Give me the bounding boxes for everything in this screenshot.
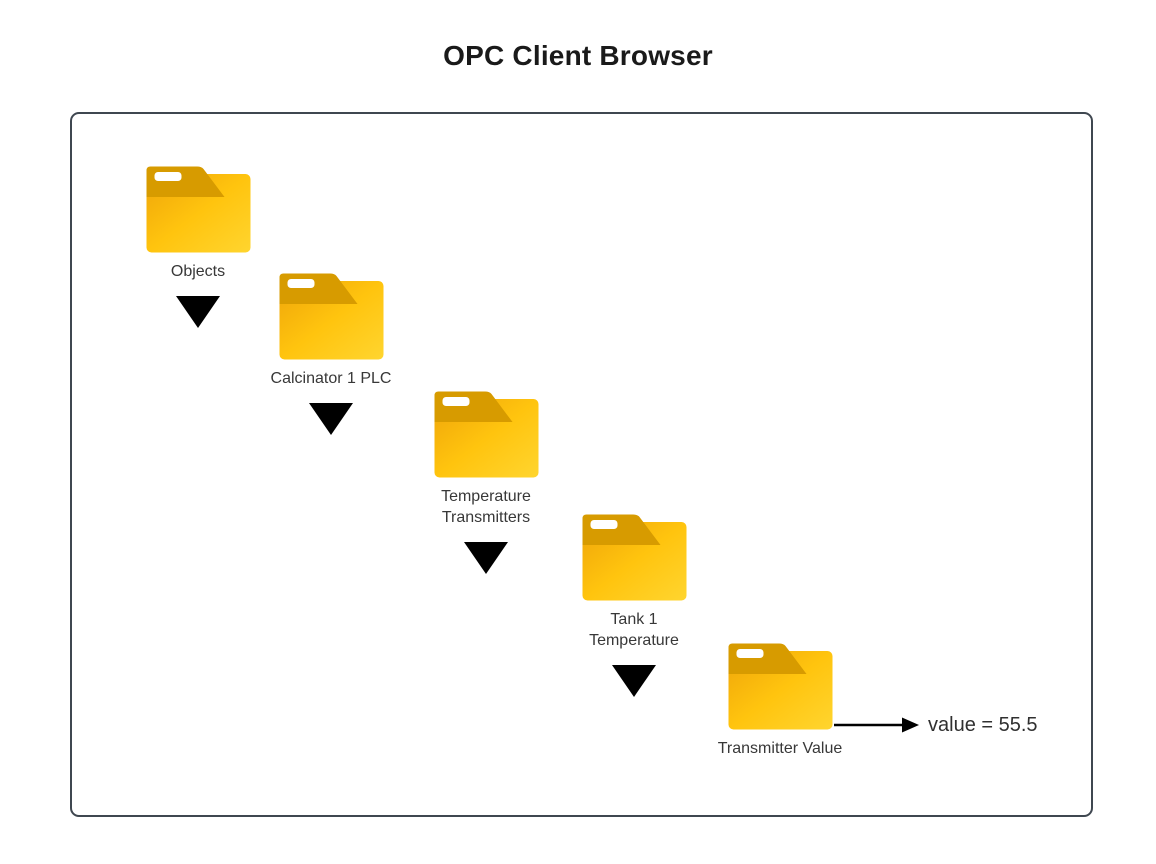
- folder-label-line: Temperature: [441, 488, 531, 505]
- value-readout: value = 55.5: [928, 714, 1038, 736]
- expand-triangle-icon[interactable]: [176, 296, 220, 328]
- expand-triangle-icon[interactable]: [464, 542, 508, 574]
- folder-label: Temperature Transmitters: [441, 486, 531, 528]
- folder-icon[interactable]: [434, 391, 539, 478]
- folder-label-line: Tank 1: [610, 611, 658, 628]
- tree-node-temperature-transmitters: Temperature Transmitters: [401, 391, 571, 574]
- folder-icon[interactable]: [146, 166, 251, 253]
- folder-label-line: Temperature: [589, 632, 679, 649]
- folder-label: Tank 1 Temperature: [589, 609, 679, 651]
- folder-icon[interactable]: [728, 643, 833, 730]
- value-arrow-icon: [834, 717, 919, 733]
- tree-node-calcinator-1-plc: Calcinator 1 PLC: [246, 273, 416, 435]
- folder-label: Transmitter Value: [718, 738, 842, 759]
- expand-triangle-icon[interactable]: [309, 403, 353, 435]
- folder-icon[interactable]: [279, 273, 384, 360]
- folder-icon[interactable]: [582, 514, 687, 601]
- folder-label-line: Calcinator 1 PLC: [270, 370, 392, 387]
- expand-triangle-icon[interactable]: [612, 665, 656, 697]
- folder-label-line: Transmitter Value: [717, 740, 843, 757]
- tree-node-transmitter-value: Transmitter Value: [695, 643, 865, 759]
- page-title: OPC Client Browser: [443, 40, 713, 71]
- folder-label: Objects: [171, 261, 225, 282]
- folder-label: Calcinator 1 PLC: [271, 368, 392, 389]
- tree-node-objects: Objects: [113, 166, 283, 328]
- folder-label-line: Transmitters: [441, 509, 531, 526]
- tree-node-tank-1-temperature: Tank 1 Temperature: [549, 514, 719, 697]
- folder-label-line: Objects: [170, 263, 226, 280]
